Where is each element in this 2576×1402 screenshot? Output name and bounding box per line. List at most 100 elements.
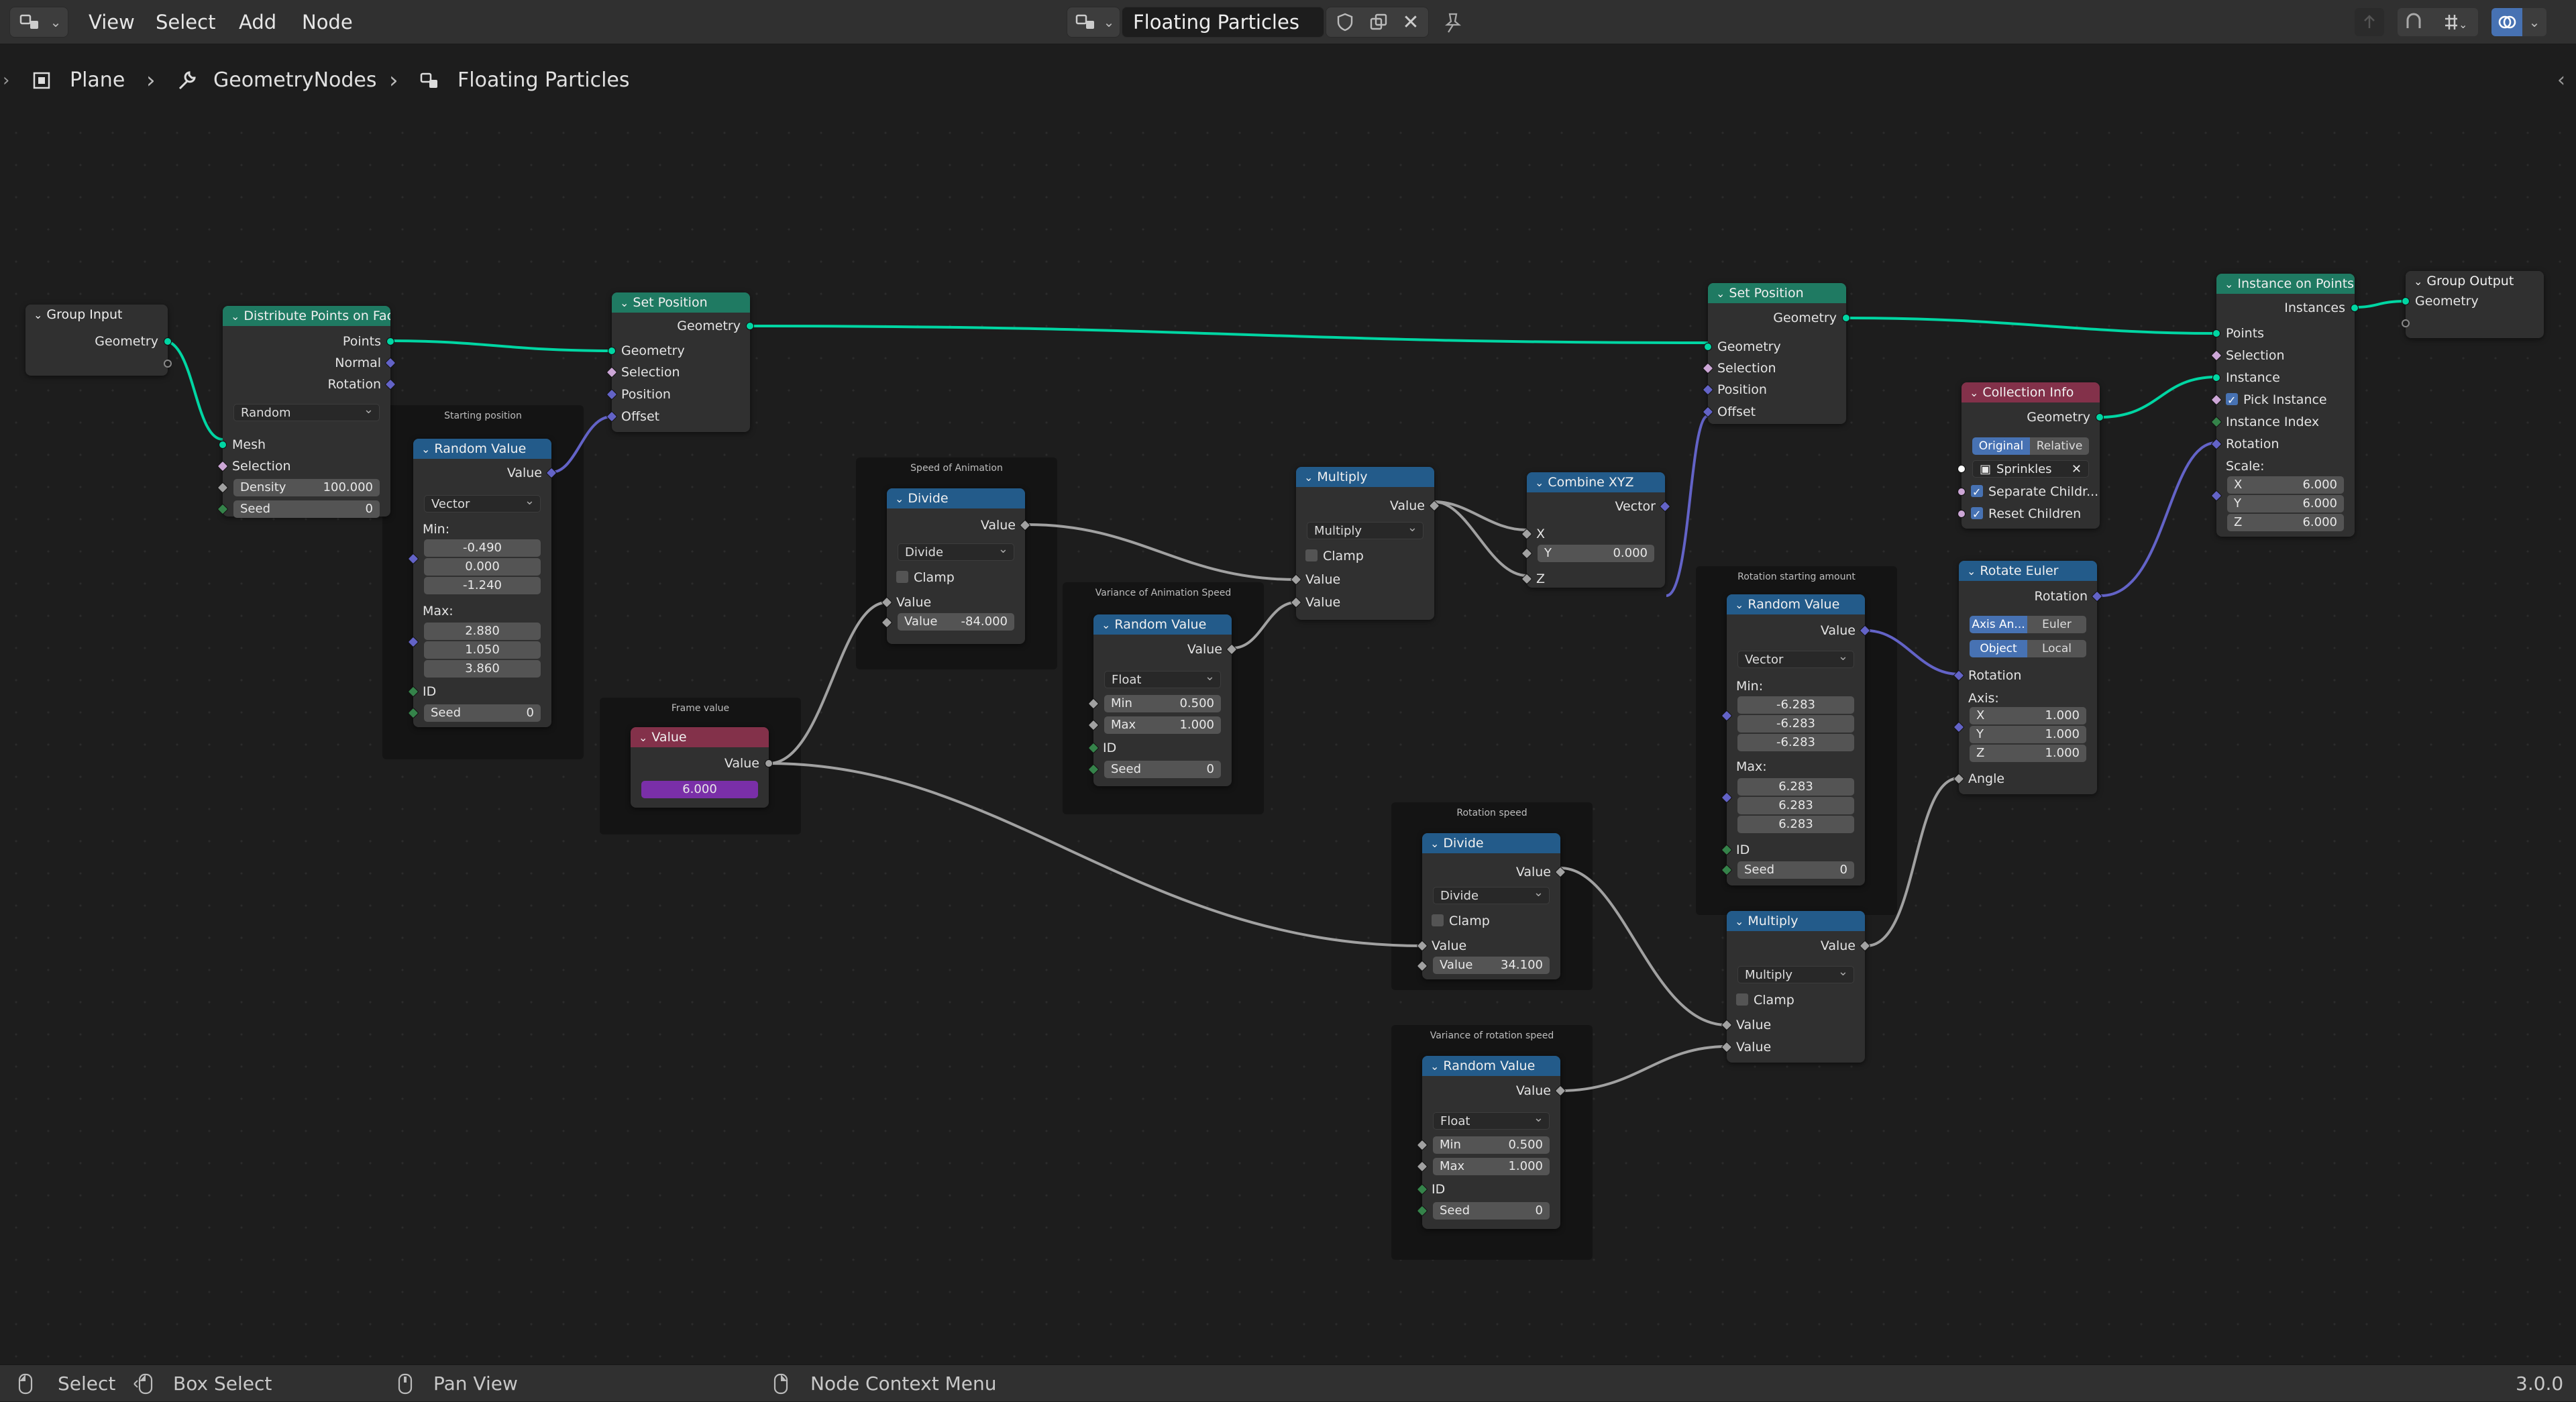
max-x-field[interactable]: 2.880 [424,623,541,640]
collection-input-socket[interactable] [1957,465,1966,473]
min-x-field[interactable]: -6.283 [1737,696,1854,714]
collapse-chevron-icon[interactable]: ⌄ [639,731,648,744]
collapse-chevron-icon[interactable]: ⌄ [421,443,431,455]
menu-select[interactable]: Select [156,11,216,34]
distribute-method-dropdown[interactable]: Random [233,401,380,421]
points-input-socket[interactable] [2212,329,2220,337]
breadcrumb-modifier[interactable]: GeometryNodes [213,68,377,92]
geometry-input-socket[interactable] [2402,297,2410,305]
parent-node-tree-icon[interactable] [2355,8,2384,36]
extension-socket[interactable] [2402,319,2410,327]
operation-dropdown[interactable]: Divide [1433,884,1550,904]
data-type-dropdown[interactable]: Vector [424,492,541,513]
min-y-field[interactable]: 0.000 [424,558,541,576]
collapse-chevron-icon[interactable]: ⌄ [1304,471,1313,484]
max-y-field[interactable]: 1.050 [424,641,541,659]
points-output-socket[interactable] [386,337,394,345]
geometry-input-socket[interactable] [608,347,616,355]
operation-dropdown[interactable]: Multiply [1737,963,1854,983]
data-type-dropdown[interactable]: Vector [1737,648,1854,668]
min-y-field[interactable]: -6.283 [1737,715,1854,733]
euler-toggle[interactable]: Euler [2027,616,2086,633]
clamp-checkbox[interactable]: Clamp [1727,990,1865,1010]
max-z-field[interactable]: 6.283 [1737,816,1854,833]
node-distribute-points[interactable]: ⌄Distribute Points on Face Points Normal… [217,306,396,518]
node-divide-1[interactable]: ⌄Divide Value Divide Clamp Value Value-8… [881,488,1031,644]
collapse-chevron-icon[interactable]: ⌄ [1967,565,1976,578]
checkbox[interactable] [1971,504,1983,525]
extension-socket[interactable] [164,360,172,368]
data-type-dropdown[interactable]: Float [1433,1110,1550,1130]
overlay-icon[interactable] [2491,8,2522,36]
reset-children-socket[interactable] [1957,510,1966,518]
browse-tree-button[interactable]: ⌄ [1067,7,1120,38]
collapse-chevron-icon[interactable]: ⌄ [1970,386,1979,399]
collapse-chevron-icon[interactable]: ⌄ [1735,598,1744,611]
collapse-chevron-icon[interactable]: ⌄ [231,310,240,323]
snap-grid-icon[interactable]: ⌄ [2430,8,2478,36]
checkbox[interactable] [1305,549,1318,561]
data-type-dropdown[interactable]: Float [1104,668,1221,688]
checkbox[interactable] [1736,993,1748,1006]
object-space-toggle[interactable]: Object [1970,640,2027,657]
axis-angle-toggle[interactable]: Axis An... [1970,616,2027,633]
max-x-field[interactable]: 6.283 [1737,778,1854,796]
checkbox[interactable] [2226,390,2238,411]
mesh-input-socket[interactable] [219,441,227,449]
local-space-toggle[interactable]: Local [2027,640,2086,657]
editor-type-button[interactable]: ⌄ [9,7,68,38]
geometry-input-socket[interactable] [1704,343,1712,351]
clamp-checkbox[interactable]: Clamp [1422,911,1560,931]
collapse-chevron-icon[interactable]: ⌄ [1535,476,1544,489]
collapse-chevron-icon[interactable]: ⌄ [1430,1060,1440,1073]
collapse-chevron-icon[interactable]: ⌄ [1716,287,1725,300]
operation-dropdown[interactable]: Multiply [1307,519,1424,539]
clear-icon[interactable]: ✕ [2071,462,2082,476]
checkbox[interactable] [1971,482,1983,502]
collapse-chevron-icon[interactable]: ⌄ [2414,275,2423,288]
collapse-chevron-icon[interactable]: ⌄ [34,309,43,321]
node-divide-2[interactable]: ⌄Divide Value Divide Clamp Value Value34… [1416,833,1566,979]
breadcrumb-tree[interactable]: Floating Particles [458,68,630,92]
node-group-input[interactable]: ⌄Group Input Geometry [25,305,172,376]
node-value[interactable]: ⌄Value Value 6.000 [631,727,773,808]
node-random-position[interactable]: ⌄Random Value Value Vector Min: -0.490 0… [407,439,557,727]
min-z-field[interactable]: -6.283 [1737,734,1854,751]
shield-icon[interactable] [1332,11,1358,33]
clamp-checkbox[interactable]: Clamp [887,568,1025,588]
geometry-output-socket[interactable] [2096,413,2104,421]
separate-children-checkbox[interactable]: Separate Childr... [1962,482,2100,502]
value-field[interactable]: 6.000 [641,781,758,798]
node-collection-info[interactable]: ⌄Collection Info Geometry Original Relat… [1957,382,2104,529]
duplicate-icon[interactable] [1365,11,1392,33]
instances-output-socket[interactable] [2351,304,2359,312]
node-rotate-euler[interactable]: ⌄Rotate Euler Rotation Axis An... Euler … [1953,561,2103,794]
node-set-position-2[interactable]: ⌄Set Position Geometry Geometry Selectio… [1702,283,1850,424]
node-group-output[interactable]: ⌄Group Output Geometry [2402,271,2544,338]
pick-instance-checkbox[interactable]: Pick Instance [2216,390,2355,411]
breadcrumb-object[interactable]: Plane [70,68,125,92]
geometry-output-socket[interactable] [1842,314,1850,322]
collapse-chevron-icon[interactable]: ⌄ [2224,278,2234,290]
collapse-chevron-icon[interactable]: ⌄ [1735,915,1744,928]
collapse-chevron-icon[interactable]: ⌄ [620,296,629,309]
reset-children-checkbox[interactable]: Reset Children [1962,504,2100,525]
